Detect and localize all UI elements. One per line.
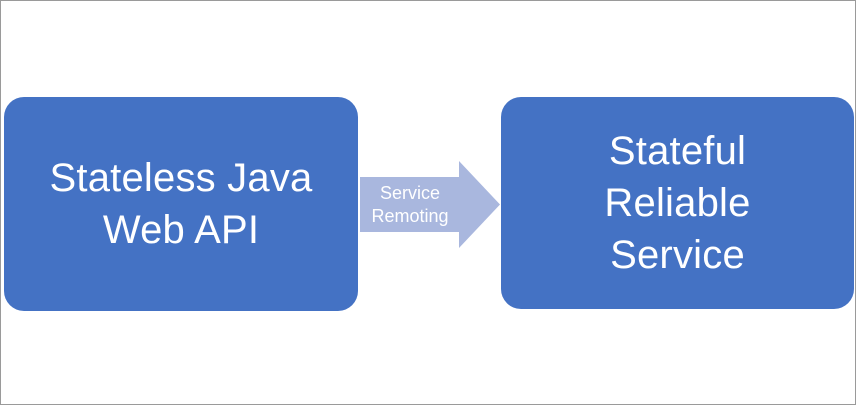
stateful-reliable-service-box: Stateful Reliable Service xyxy=(501,97,854,309)
connector-label: Service Remoting xyxy=(359,177,461,232)
right-arrow-icon xyxy=(360,161,500,248)
right-box-label-line-2: Reliable xyxy=(604,181,751,225)
connector-label-line-1: Service xyxy=(379,182,441,203)
stateless-java-web-api-box: Stateless Java Web API xyxy=(4,97,358,311)
connector-label-line-2: Remoting xyxy=(371,205,449,226)
left-box-label-line-1: Stateless Java xyxy=(49,156,313,200)
right-box-label-line-3: Service xyxy=(610,233,745,277)
left-box-label-line-2: Web API xyxy=(102,208,260,252)
right-box-label-line-1: Stateful xyxy=(608,129,747,173)
